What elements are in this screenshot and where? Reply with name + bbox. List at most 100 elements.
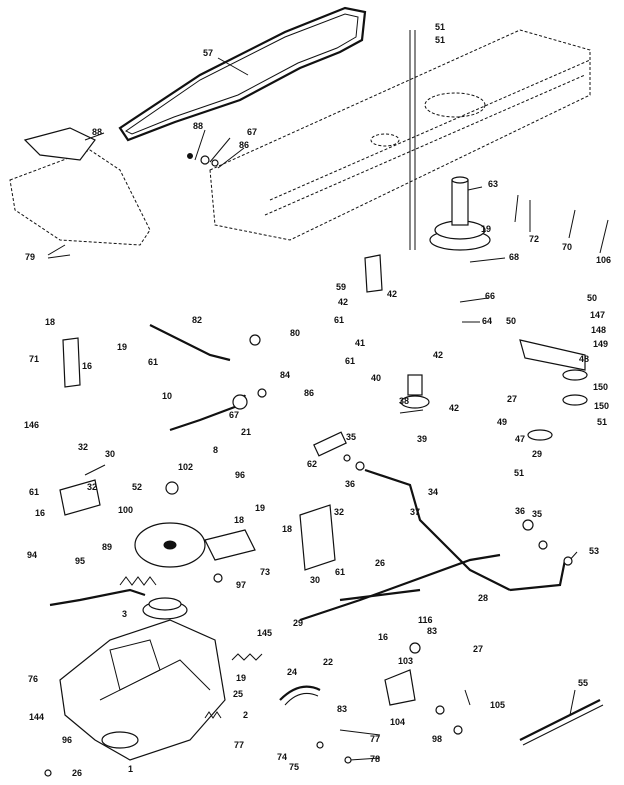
- part-label: 27: [507, 394, 517, 404]
- part-label: 19: [255, 503, 265, 513]
- part-label: 51: [435, 22, 445, 32]
- part-label: 24: [287, 667, 297, 677]
- part-labels: 1238101616161818181919191921222425262627…: [24, 22, 611, 778]
- part-label: 116: [418, 615, 433, 625]
- part-label: 29: [293, 618, 303, 628]
- part-label: 74: [277, 752, 287, 762]
- part-label: 32: [87, 482, 97, 492]
- part-label: 76: [28, 674, 38, 684]
- part-label: 88: [193, 121, 203, 131]
- part-label: 26: [375, 558, 385, 568]
- part-label: 57: [203, 48, 213, 58]
- part-label: 30: [310, 575, 320, 585]
- part-label: 100: [118, 505, 133, 515]
- part-label: 148: [591, 325, 606, 335]
- part-label: 55: [578, 678, 588, 688]
- part-label: 53: [589, 546, 599, 556]
- part-label: 10: [162, 391, 172, 401]
- part-label: 96: [62, 735, 72, 745]
- part-label: 42: [433, 350, 443, 360]
- part-label: 72: [529, 234, 539, 244]
- part-label: 52: [132, 482, 142, 492]
- part-label: 42: [338, 297, 348, 307]
- part-label: 19: [117, 342, 127, 352]
- part-label: 83: [337, 704, 347, 714]
- body-panel: [9, 127, 151, 246]
- part-label: 75: [289, 762, 299, 772]
- part-label: 94: [27, 550, 37, 560]
- part-label: 147: [590, 310, 605, 320]
- transaxle: [59, 619, 226, 761]
- part-label: 70: [562, 242, 572, 252]
- chassis-frame: [209, 29, 591, 241]
- part-label: 22: [323, 657, 333, 667]
- part-label: 149: [593, 339, 608, 349]
- hose: [279, 685, 321, 701]
- part-label: 63: [488, 179, 498, 189]
- part-label: 80: [290, 328, 300, 338]
- part-label: 61: [29, 487, 39, 497]
- part-label: 79: [25, 252, 35, 262]
- part-label: 35: [532, 509, 542, 519]
- pulley-assembly: [429, 176, 491, 251]
- part-label: 8: [213, 445, 218, 455]
- part-label: 36: [515, 506, 525, 516]
- part-label: 73: [260, 567, 270, 577]
- part-label: 66: [485, 291, 495, 301]
- part-label: 42: [387, 289, 397, 299]
- part-label: 25: [233, 689, 243, 699]
- part-label: 51: [514, 468, 524, 478]
- part-label: 1: [128, 764, 133, 774]
- part-label: 35: [346, 432, 356, 442]
- brackets: [59, 254, 416, 706]
- part-label: 59: [336, 282, 346, 292]
- part-label: 28: [478, 593, 488, 603]
- part-label: 18: [234, 515, 244, 525]
- part-label: 32: [334, 507, 344, 517]
- part-label: 21: [241, 427, 251, 437]
- part-label: 40: [371, 373, 381, 383]
- part-label: 26: [72, 768, 82, 778]
- hardware: [44, 153, 573, 777]
- part-label: 98: [432, 734, 442, 744]
- part-label: 104: [390, 717, 405, 727]
- part-label: 106: [596, 255, 611, 265]
- part-label: 88: [92, 127, 102, 137]
- part-label: 61: [148, 357, 158, 367]
- part-label: 102: [178, 462, 193, 472]
- part-label: 67: [229, 410, 239, 420]
- part-label: 150: [594, 401, 609, 411]
- part-label: 105: [490, 700, 505, 710]
- part-label: 18: [282, 524, 292, 534]
- part-label: 47: [515, 434, 525, 444]
- part-label: 51: [597, 417, 607, 427]
- part-label: 61: [335, 567, 345, 577]
- part-label: 86: [304, 388, 314, 398]
- part-label: 77: [370, 734, 380, 744]
- part-label: 32: [78, 442, 88, 452]
- part-label: 38: [399, 396, 409, 406]
- part-label: 84: [280, 370, 290, 380]
- idler-assembly: [400, 339, 588, 441]
- part-label: 19: [481, 224, 491, 234]
- part-label: 2: [243, 710, 248, 720]
- part-label: 50: [506, 316, 516, 326]
- part-label: 16: [82, 361, 92, 371]
- part-label: 145: [257, 628, 272, 638]
- part-label: 67: [247, 127, 257, 137]
- part-label: 36: [345, 479, 355, 489]
- part-label: 146: [24, 420, 39, 430]
- part-label: 16: [35, 508, 45, 518]
- part-label: 97: [236, 580, 246, 590]
- part-label: 37: [410, 507, 420, 517]
- part-label: 39: [417, 434, 427, 444]
- part-label: 34: [428, 487, 438, 497]
- part-label: 30: [105, 449, 115, 459]
- part-label: 89: [102, 542, 112, 552]
- part-label: 62: [307, 459, 317, 469]
- part-label: 78: [370, 754, 380, 764]
- part-label: 86: [239, 140, 249, 150]
- part-label: 96: [235, 470, 245, 480]
- part-label: 3: [122, 609, 127, 619]
